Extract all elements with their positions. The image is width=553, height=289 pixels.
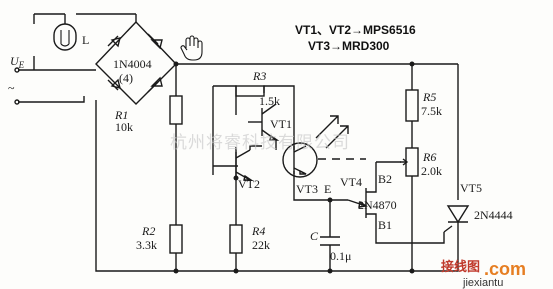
bridge-count-label: (4) xyxy=(119,71,133,85)
logo-sub: jiexiantu xyxy=(462,277,503,289)
capacitor-c xyxy=(320,236,340,246)
phototransistor-vt3 xyxy=(282,142,318,178)
ac-tilde: ~ xyxy=(8,81,15,95)
r1-name: R1 xyxy=(114,108,128,122)
resistor-r5 xyxy=(405,89,419,122)
r6-name: R6 xyxy=(422,150,436,164)
resistor-r-top xyxy=(169,95,183,125)
ac-terminal-bottom xyxy=(14,99,20,105)
r2-value: 3.3k xyxy=(136,238,157,252)
logo-dot-com: .com xyxy=(484,259,526,279)
hand-cursor-icon xyxy=(180,35,203,61)
r4-value: 22k xyxy=(252,238,270,252)
r5-name: R5 xyxy=(422,90,436,104)
lamp-label: L xyxy=(82,33,89,47)
logo-cn: 接线图 xyxy=(441,259,480,275)
node-bridge-plus xyxy=(173,61,179,67)
node-cap-top xyxy=(327,197,333,203)
lamp-symbol xyxy=(53,14,77,51)
bridge-part-label: 1N4004 xyxy=(113,57,152,71)
bridge-rectifier xyxy=(95,20,177,105)
resistor-r3 xyxy=(235,85,265,97)
b2-label: B2 xyxy=(378,172,392,186)
c-value: 0.1μ xyxy=(330,249,351,263)
vt4-label: VT4 xyxy=(340,175,362,189)
light-arrows-icon xyxy=(315,115,349,149)
r4-name: R4 xyxy=(251,224,265,238)
r5-value: 7.5k xyxy=(421,104,442,118)
ujt-part-label: 2N4870 xyxy=(358,198,397,212)
node-r2-gnd xyxy=(173,268,179,274)
vt2-label: VT2 xyxy=(238,177,260,191)
r3-value: 1.5k xyxy=(259,94,280,108)
r3-name: R3 xyxy=(252,69,266,83)
transistor-vt1 xyxy=(248,103,280,150)
vt3-emitter-label: E xyxy=(324,182,331,196)
node-r5-top xyxy=(409,61,415,67)
scr-part-label: 2N4444 xyxy=(474,208,513,222)
spec-line-2: VT3→MRD300 xyxy=(308,39,390,53)
resistor-r4 xyxy=(229,224,243,254)
transistor-vt2 xyxy=(235,145,262,181)
c-name: C xyxy=(310,229,319,243)
node-r6-gnd xyxy=(409,268,415,274)
r2-name: R2 xyxy=(141,224,155,238)
r6-value: 2.0k xyxy=(421,164,442,178)
ujt-vt4 xyxy=(347,183,377,222)
r1-value: 10k xyxy=(115,120,133,134)
vt1-label: VT1 xyxy=(270,117,292,131)
vt5-label: VT5 xyxy=(460,181,482,195)
spec-line-1: VT1、VT2→MPS6516 xyxy=(295,23,416,37)
r6-wiper-arrow xyxy=(400,158,409,166)
ac-terminal-top xyxy=(14,67,20,73)
watermark-text: 杭州将睿科技有限公司 xyxy=(170,133,350,153)
ue-label: UE xyxy=(10,54,25,70)
vt3-label: VT3 xyxy=(296,182,318,196)
site-logo: 接线图 .com jiexiantu xyxy=(441,259,526,289)
scr-vt5 xyxy=(443,205,470,250)
node-cap-gnd xyxy=(327,268,333,274)
node-r4-gnd xyxy=(233,268,239,274)
resistor-r2 xyxy=(169,224,183,254)
node-vt2-emitter xyxy=(233,175,239,181)
b1-label: B1 xyxy=(378,218,392,232)
